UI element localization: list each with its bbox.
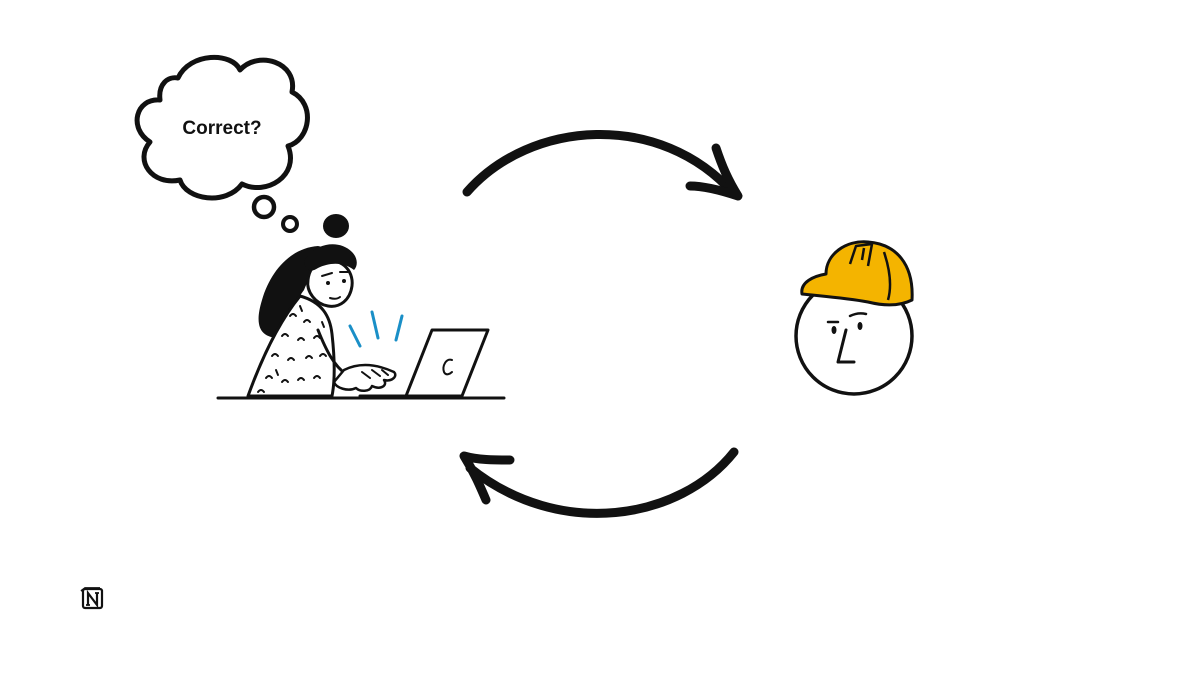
thought-dot-small — [281, 215, 299, 233]
worker-brow-right — [848, 312, 868, 318]
typing-sparks — [348, 310, 404, 348]
helmet — [800, 240, 914, 307]
thought-cloud-shape — [134, 55, 310, 201]
hair-back — [258, 246, 344, 338]
notion-logo-icon — [80, 587, 104, 610]
thought-text: Correct? — [182, 118, 261, 139]
hand — [332, 363, 397, 392]
helmet-ridge — [848, 242, 874, 267]
torso-pattern — [257, 305, 327, 393]
laptop-screen — [404, 328, 490, 398]
worker-nose — [836, 328, 856, 364]
arrow-left-curved-icon — [459, 447, 739, 518]
eyebrow — [321, 272, 333, 277]
thought-bubble: Correct? — [134, 55, 310, 233]
eye-right — [342, 279, 346, 283]
hair-bun — [323, 214, 349, 238]
eye-left — [326, 281, 330, 285]
finger-lines — [361, 369, 389, 379]
person-at-laptop-icon — [216, 214, 506, 400]
worker-eye-left — [831, 326, 837, 334]
arrow-right-curved-icon — [462, 130, 743, 201]
hair-fringe — [304, 244, 357, 271]
construction-worker-icon — [794, 240, 914, 396]
thought-dot-large — [251, 194, 277, 220]
worker-eye-right — [857, 322, 863, 330]
mouth — [329, 296, 341, 300]
laptop-logo — [442, 358, 453, 376]
helmet-line — [882, 251, 892, 301]
